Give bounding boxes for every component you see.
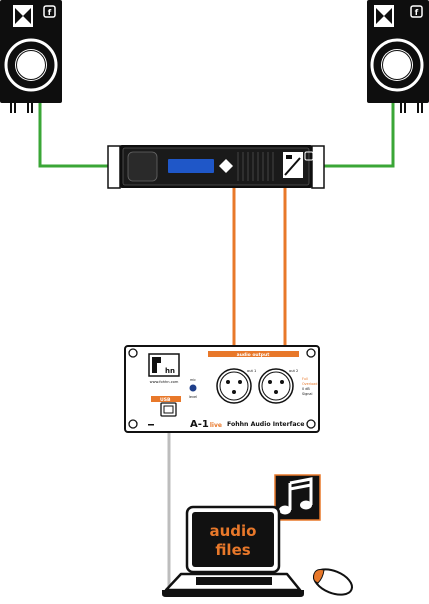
speaker-cable-right <box>324 102 395 168</box>
speaker-cable-left <box>38 102 110 168</box>
out2-label: out 2 <box>289 369 298 373</box>
audio-output-label: audio output <box>237 352 271 358</box>
svg-text:hn: hn <box>165 367 175 375</box>
level-knob <box>189 384 197 392</box>
out1-label: out 1 <box>247 369 256 373</box>
screen-text-audio: audio <box>210 522 257 540</box>
product-title: Fohhn Audio Interface <box>227 421 304 428</box>
usb-port <box>160 402 177 417</box>
xlr-out2 <box>258 368 294 404</box>
indicator-0db: 0 dB <box>302 387 310 391</box>
music-note-icon <box>274 474 321 521</box>
audio-output-band <box>208 351 299 357</box>
audio-interface: hn www.fohhn.com audio output out 1 out … <box>124 345 320 433</box>
indicator-full: Full <box>302 377 308 381</box>
xlr-out1 <box>216 368 252 404</box>
mic-label: mic <box>190 378 196 382</box>
usb-label: USB <box>160 397 171 403</box>
speaker-left: f <box>0 0 62 113</box>
laptop: audio files <box>162 505 304 597</box>
speaker-right: f <box>367 0 429 113</box>
amp-display <box>168 159 214 173</box>
usb-band <box>151 396 181 402</box>
indicator-signal: Signal <box>302 392 312 396</box>
fohhn-logo: hn <box>148 353 180 377</box>
svg-text:f: f <box>48 8 52 17</box>
amplifier <box>107 145 325 189</box>
laptop-screen <box>192 512 274 567</box>
mouse <box>313 568 353 596</box>
level-label: level <box>189 395 197 399</box>
screen-text-files: files <box>215 541 250 559</box>
model-name: A-1live <box>190 419 222 430</box>
indicator-overload: Overload <box>302 382 317 386</box>
website-text: www.fohhn.com <box>150 380 179 384</box>
svg-text:f: f <box>415 8 419 17</box>
